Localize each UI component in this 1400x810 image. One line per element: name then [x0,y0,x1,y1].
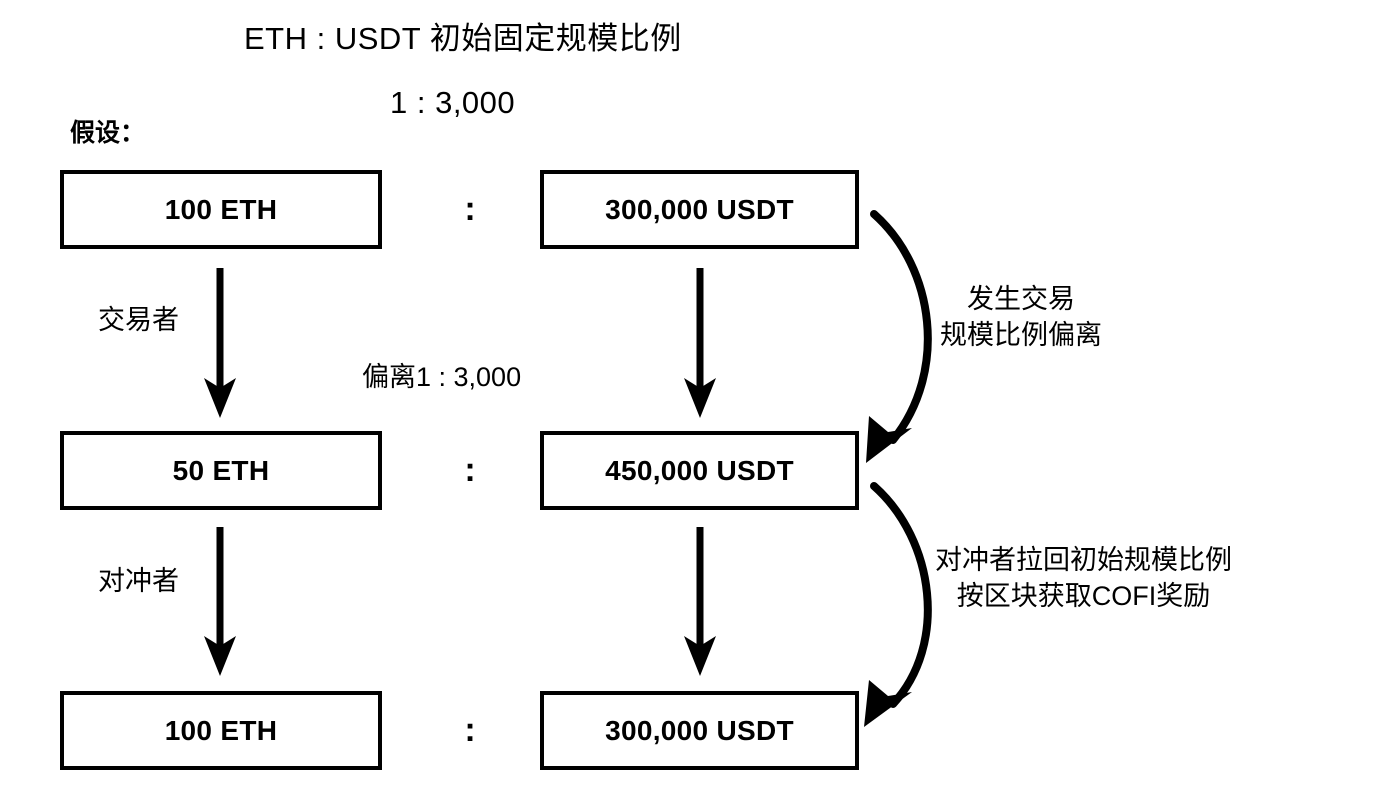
curved-arrow-trade [866,210,932,463]
box-row3-usdt: 300,000 USDT [540,691,859,770]
edge-label-deviation-ratio: 偏离1 : 3,000 [362,362,522,392]
side-note-trade-line2: 规模比例偏离 [940,319,1102,350]
arrow-down-right-2 [684,527,716,676]
box-row3-eth: 100 ETH [60,691,382,770]
curved-arrow-hedge [864,482,932,727]
diagram-title: ETH : USDT 初始固定规模比例 [244,21,682,56]
side-note-hedge: 对冲者拉回初始规模比例 按区块获取COFI奖励 [935,543,1232,614]
box-row2-usdt: 450,000 USDT [540,431,859,510]
edge-label-hedger: 对冲者 [98,566,179,596]
box-row1-usdt: 300,000 USDT [540,170,859,249]
ratio-colon-row1: : [464,190,476,228]
diagram-subtitle-ratio: 1 : 3,000 [390,85,516,120]
side-note-trade: 发生交易 规模比例偏离 [940,282,1102,353]
edge-label-trader: 交易者 [98,305,179,335]
ratio-colon-row3: : [464,711,476,749]
ratio-colon-row2: : [464,451,476,489]
side-note-hedge-line2: 按区块获取COFI奖励 [956,580,1211,611]
box-row1-eth: 100 ETH [60,170,382,249]
side-note-hedge-line1: 对冲者拉回初始规模比例 [935,545,1232,575]
assumption-label: 假设： [70,119,146,147]
box-row2-eth: 50 ETH [60,431,382,510]
arrow-down-left-1 [204,268,236,418]
arrow-down-left-2 [204,527,236,676]
arrow-down-right-1 [684,268,716,418]
side-note-trade-line1: 发生交易 [967,284,1075,314]
